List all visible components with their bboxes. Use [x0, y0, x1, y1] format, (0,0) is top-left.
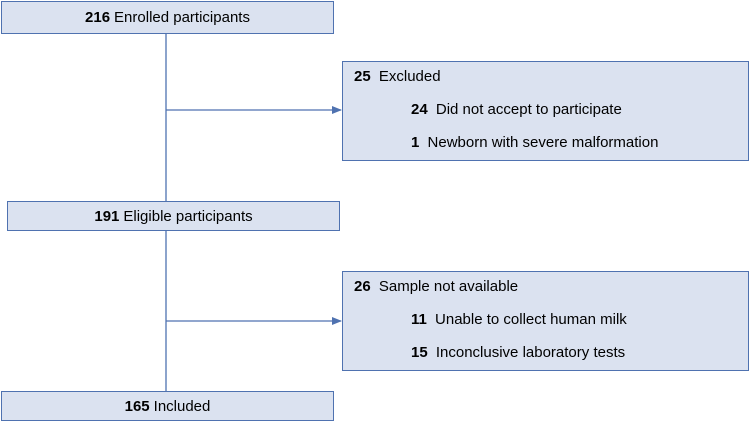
- eligible-count: 191: [94, 207, 120, 225]
- excluded-item-label: Did not accept to participate: [435, 101, 622, 118]
- not-available-item: 15 Inconclusive laboratory tests: [411, 344, 625, 361]
- excluded-item-label: Newborn with severe malformation: [427, 134, 659, 151]
- excluded-label: Excluded: [378, 68, 441, 85]
- excluded-item: 1 Newborn with severe malformation: [411, 134, 658, 151]
- not-available-item-count: 11: [411, 311, 427, 328]
- excluded-item: 24 Did not accept to participate: [411, 101, 622, 118]
- excluded-item-count: 24: [411, 101, 428, 118]
- not-available-item-label: Unable to collect human milk: [435, 311, 627, 328]
- eligible-label: Eligible participants: [123, 207, 253, 225]
- not-available-box: 26 Sample not available 11 Unable to col…: [342, 271, 749, 371]
- excluded-count: 25: [354, 68, 371, 85]
- included-count: 165: [124, 397, 150, 415]
- excluded-header: 25 Excluded: [354, 68, 441, 85]
- enrolled-count: 216: [85, 9, 111, 26]
- enrolled-box: 216 Enrolled participants: [1, 1, 334, 34]
- eligible-box: 191 Eligible participants: [7, 201, 340, 231]
- not-available-label: Sample not available: [378, 278, 519, 295]
- excluded-box: 25 Excluded 24 Did not accept to partici…: [342, 61, 749, 161]
- not-available-item: 11 Unable to collect human milk: [411, 311, 627, 328]
- excluded-item-count: 1: [411, 134, 420, 151]
- not-available-item-label: Inconclusive laboratory tests: [435, 344, 626, 361]
- not-available-count: 26: [354, 278, 371, 295]
- not-available-item-count: 15: [411, 344, 428, 361]
- not-available-header: 26 Sample not available: [354, 278, 518, 295]
- included-label: Included: [153, 397, 211, 415]
- included-box: 165 Included: [1, 391, 334, 421]
- enrolled-label: Enrolled participants: [114, 9, 250, 26]
